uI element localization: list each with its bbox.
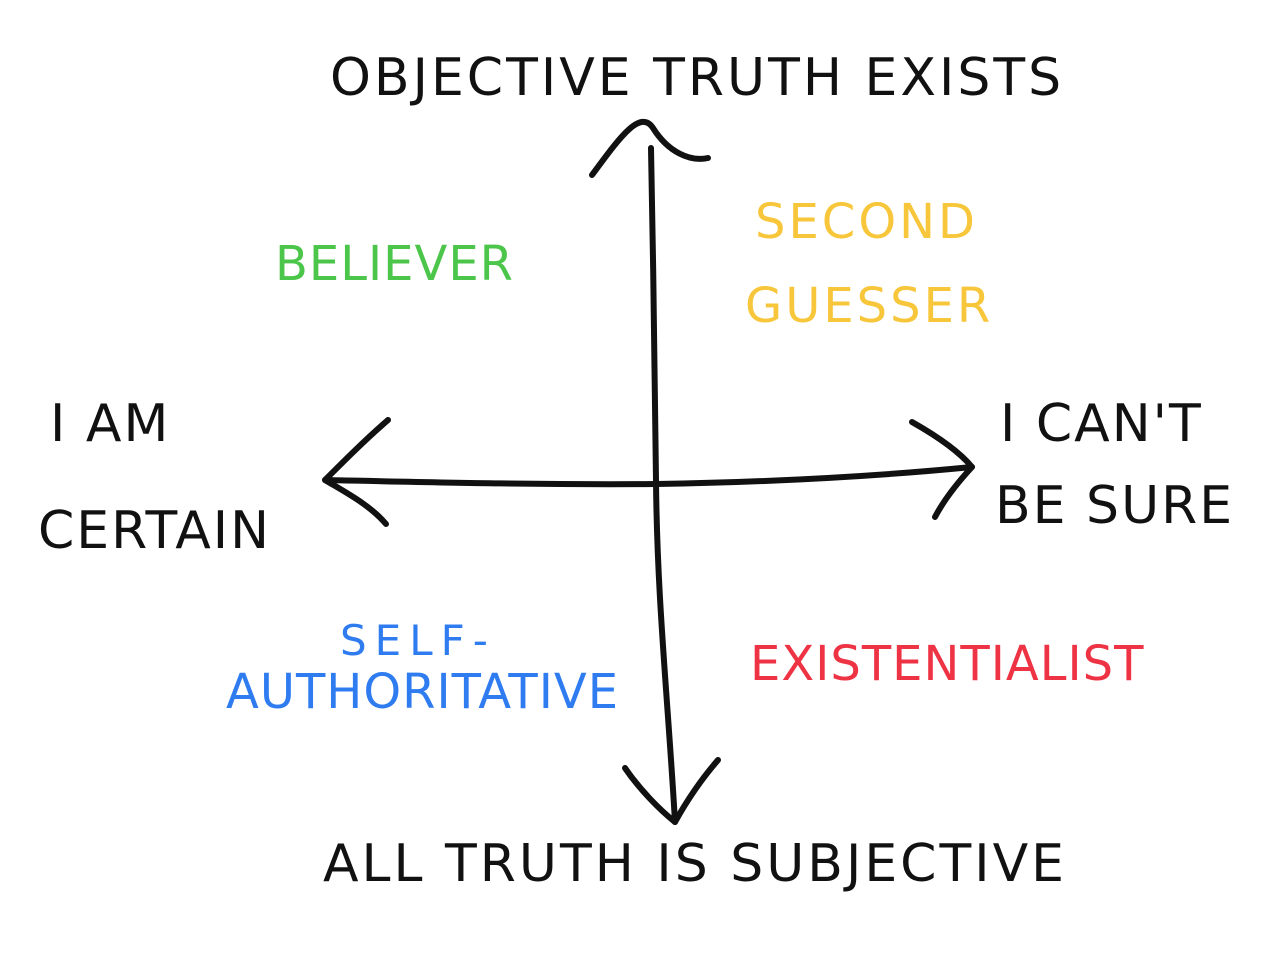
up-arrowhead: [589, 118, 711, 178]
vertical-axis: [648, 145, 678, 825]
left-axis-label-line1: I AM: [50, 394, 171, 454]
quadrant-label-second-guesser-line1: SECOND: [755, 194, 978, 250]
right-axis-label-line2: BE SURE: [995, 476, 1235, 536]
quadrant-label-self-authoritative-line2: AUTHORITATIVE: [226, 664, 620, 720]
bottom-axis-label: ALL TRUTH IS SUBJECTIVE: [322, 834, 1068, 894]
quadrant-label-second-guesser-line2: GUESSER: [745, 278, 994, 334]
quadrant-label-existentialist: EXISTENTIALIST: [750, 636, 1145, 692]
quadrant-label-believer: BELIEVER: [275, 236, 514, 292]
quadrant-label-self-authoritative-line1: SELF-: [340, 616, 496, 665]
top-axis-label: OBJECTIVE TRUTH EXISTS: [330, 48, 1065, 108]
left-arrowhead: [322, 417, 391, 527]
left-axis-label-line2: CERTAIN: [38, 501, 272, 561]
right-arrowhead: [909, 419, 975, 520]
right-axis-label-line1: I CAN'T: [1000, 394, 1203, 454]
down-arrowhead: [622, 757, 721, 825]
horizontal-axis: [322, 464, 975, 488]
